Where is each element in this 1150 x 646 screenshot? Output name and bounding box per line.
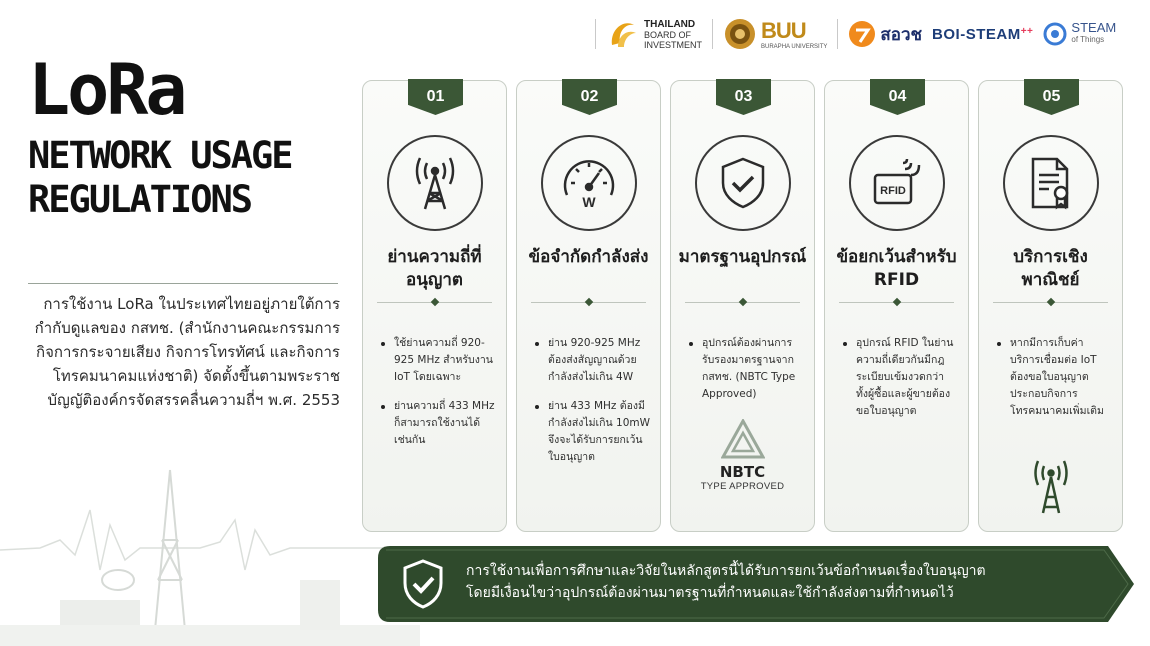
banner-text: การใช้งานเพื่อการศึกษาและวิจัยในหลักสูตร… bbox=[466, 560, 1096, 604]
steam-of-things-logo: STEAM of Things bbox=[1043, 20, 1117, 46]
banner-line2: โดยมีเงื่อนไขว่าอุปกรณ์ต้องผ่านมาตรฐานที… bbox=[466, 585, 954, 601]
shield-check-icon bbox=[695, 135, 791, 231]
logo-separator bbox=[595, 19, 596, 49]
certificate-document-icon bbox=[1003, 135, 1099, 231]
card-divider bbox=[993, 302, 1108, 303]
buu-logo: BUU BURAPHA UNIVERSITY bbox=[723, 17, 827, 51]
orange-arrow-icon bbox=[849, 21, 876, 47]
buu-sub: BURAPHA UNIVERSITY bbox=[761, 44, 828, 50]
card-bullets: อุปกรณ์ RFID ในย่านความถี่เดียวกันมีกฎระ… bbox=[843, 335, 958, 432]
card-bullets: ย่าน 920-925 MHz ต้องส่งสัญญาณด้วยกำลังส… bbox=[535, 335, 650, 478]
shield-check-icon bbox=[403, 559, 443, 609]
rfid-icon: RFID bbox=[849, 135, 945, 231]
rfid-label: RFID bbox=[880, 185, 906, 197]
bullet-item: หากมีการเก็บค่าบริการเชื่อมต่อ IoT ต้องข… bbox=[997, 335, 1112, 420]
card-title: มาตรฐานอุปกรณ์ bbox=[678, 247, 807, 267]
education-exemption-banner: การใช้งานเพื่อการศึกษาและวิจัยในหลักสูตร… bbox=[378, 546, 1138, 622]
banner-arrow-shape bbox=[378, 546, 1134, 622]
card-commercial-service: 05 บริการเชิงพาณิชย์ หากมีการเก็บค่าบริก… bbox=[978, 79, 1123, 532]
title-divider bbox=[28, 283, 338, 284]
bullet-item: อุปกรณ์ต้องผ่านการรับรองมาตรฐานจาก กสทช.… bbox=[689, 335, 804, 403]
badge-title: NBTC bbox=[719, 463, 766, 481]
boi-steam-plus: ++ bbox=[1020, 25, 1034, 37]
nbtc-triangle-icon bbox=[719, 417, 766, 459]
card-frequency: 01 ย่านความถี่ที่อนุญาต ใช้ย่านความถี่ 9… bbox=[362, 79, 507, 532]
card-number: 03 bbox=[716, 79, 771, 115]
card-divider bbox=[839, 302, 954, 303]
nbtc-org-name: สอวช bbox=[880, 24, 923, 45]
boi-logo: THAILAND BOARD OF INVESTMENT bbox=[606, 17, 702, 51]
bullet-item: ย่านความถี่ 433 MHz ก็สามารถใช้งานได้เช่… bbox=[381, 398, 496, 449]
card-number: 05 bbox=[1024, 79, 1079, 115]
card-title: ข้อยกเว้นสำหรับ RFID bbox=[836, 247, 957, 290]
bullet-item: อุปกรณ์ RFID ในย่านความถี่เดียวกันมีกฎระ… bbox=[843, 335, 958, 420]
steam-sub: of Things bbox=[1071, 35, 1105, 44]
nbtc-org-logo: สอวช bbox=[848, 20, 922, 48]
boi-line2: BOARD OF bbox=[644, 29, 692, 40]
subtitle-line2: REGULATIONS bbox=[28, 178, 253, 221]
bullet-item: ย่าน 920-925 MHz ต้องส่งสัญญาณด้วยกำลังส… bbox=[535, 335, 650, 386]
card-title: บริการเชิงพาณิชย์ bbox=[1013, 247, 1088, 290]
background-illustration bbox=[0, 469, 420, 646]
boi-steam-logo: BOI-STEAM++ bbox=[932, 26, 1033, 43]
boi-steam-name: BOI-STEAM bbox=[932, 25, 1021, 43]
steam-name: STEAM bbox=[1071, 20, 1117, 35]
bullet-item: ย่าน 433 MHz ต้องมีกำลังส่งไม่เกิน 10mW … bbox=[535, 398, 650, 466]
university-seal-icon bbox=[725, 19, 756, 49]
antenna-tower-icon bbox=[387, 135, 483, 231]
card-number: 01 bbox=[408, 79, 463, 115]
broadcast-tower-icon bbox=[1034, 460, 1068, 514]
card-divider bbox=[377, 302, 492, 303]
intro-paragraph: การใช้งาน LoRa ในประเทศไทยอยู่ภายใต้การก… bbox=[34, 295, 340, 409]
logo-separator bbox=[837, 19, 839, 49]
card-bullets: หากมีการเก็บค่าบริการเชื่อมต่อ IoT ต้องข… bbox=[997, 335, 1112, 432]
card-rfid-exception: 04 RFID ข้อยกเว้นสำหรับ RFID อุปกรณ์ RFI… bbox=[824, 79, 969, 532]
badge-subtitle: TYPE APPROVED bbox=[700, 481, 785, 492]
gauge-letter: W bbox=[582, 194, 596, 210]
card-divider bbox=[685, 302, 800, 303]
steam-gear-icon bbox=[1043, 22, 1067, 46]
boi-swirl-icon bbox=[611, 23, 636, 47]
card-title: ข้อจำกัดกำลังส่ง bbox=[528, 247, 649, 267]
card-device-standard: 03 มาตรฐานอุปกรณ์ อุปกรณ์ต้องผ่านการรับร… bbox=[670, 79, 815, 532]
card-title: ย่านความถี่ที่อนุญาต bbox=[387, 247, 482, 290]
card-number: 04 bbox=[870, 79, 925, 115]
banner-line1: การใช้งานเพื่อการศึกษาและวิจัยในหลักสูตร… bbox=[466, 563, 986, 579]
page-title: LoRa bbox=[28, 49, 188, 131]
buu-name: BUU bbox=[761, 18, 807, 43]
card-divider bbox=[531, 302, 646, 303]
regulation-cards: 01 ย่านความถี่ที่อนุญาต ใช้ย่านความถี่ 9… bbox=[362, 79, 1123, 532]
boi-line3: INVESTMENT bbox=[644, 39, 703, 50]
nbtc-type-approved-badge: NBTC TYPE APPROVED bbox=[671, 417, 814, 492]
bullet-item: ใช้ย่านความถี่ 920-925 MHz สำหรับงาน IoT… bbox=[381, 335, 496, 386]
logo-separator bbox=[712, 19, 714, 49]
card-bullets: อุปกรณ์ต้องผ่านการรับรองมาตรฐานจาก กสทช.… bbox=[689, 335, 804, 415]
boi-line1: THAILAND bbox=[644, 18, 696, 30]
subtitle-line1: NETWORK USAGE bbox=[28, 134, 294, 177]
power-gauge-icon: W bbox=[541, 135, 637, 231]
card-power-limit: 02 W ข้อจำกัดกำลังส่ง ย่าน 920-925 MHz ต… bbox=[516, 79, 661, 532]
card-bullets: ใช้ย่านความถี่ 920-925 MHz สำหรับงาน IoT… bbox=[381, 335, 496, 461]
partner-logos: THAILAND BOARD OF INVESTMENT BUU BURAPHA… bbox=[595, 10, 1140, 58]
card-number: 02 bbox=[562, 79, 617, 115]
page-subtitle: NETWORK USAGE REGULATIONS bbox=[28, 134, 294, 222]
